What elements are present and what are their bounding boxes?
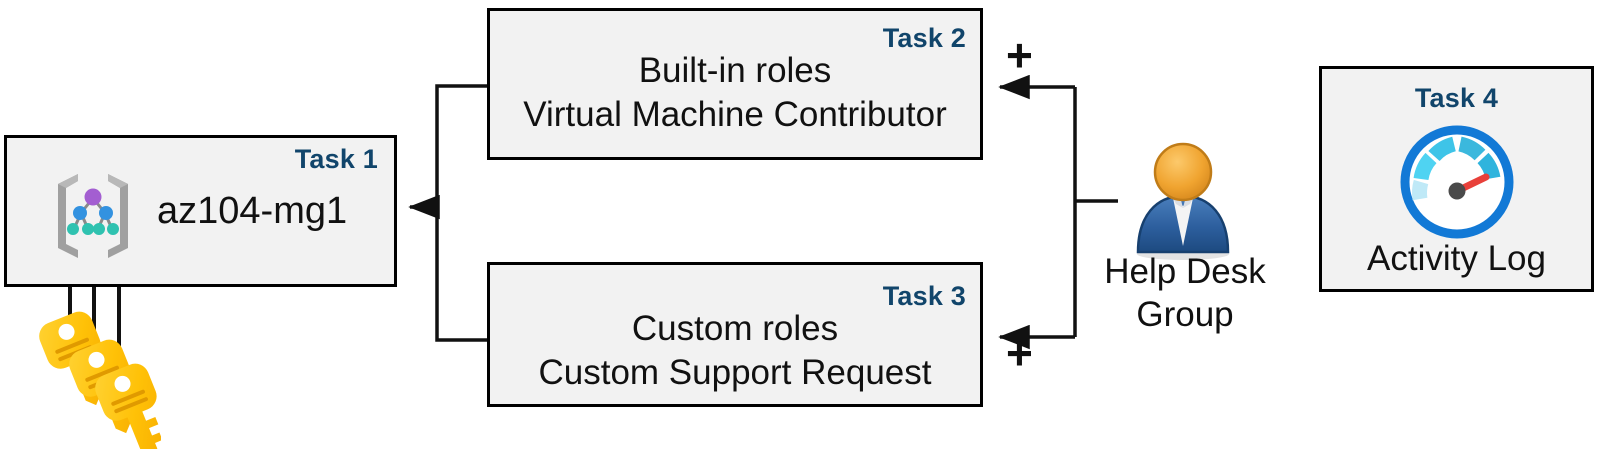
- keys-icon: [39, 311, 161, 449]
- task-4-caption: Activity Log: [1367, 239, 1546, 278]
- task-1-box[interactable]: Task 1 az104-mg1: [4, 135, 397, 287]
- task-3-text: Custom roles Custom Support Request: [538, 309, 932, 392]
- task-1-tag: Task 1: [294, 144, 378, 174]
- plus-icon-top: +: [1006, 29, 1033, 81]
- task-3-box[interactable]: Task 3 Custom roles Custom Support Reque…: [487, 262, 983, 407]
- task-2-tag: Task 2: [882, 23, 966, 53]
- plus-icon-bottom: +: [1006, 327, 1033, 379]
- user-group-icon: [1136, 142, 1230, 260]
- activity-log-gauge-icon: [1400, 125, 1513, 239]
- task-3-tag: Task 3: [882, 281, 966, 311]
- task-2-text: Built-in roles Virtual Machine Contribut…: [523, 51, 947, 134]
- task-2-box[interactable]: Task 2 Built-in roles Virtual Machine Co…: [487, 8, 983, 160]
- wire-roles-to-managementgroup: [408, 84, 487, 342]
- management-group-name: az104-mg1: [157, 190, 348, 232]
- management-group-icon: [58, 174, 128, 258]
- helpdesk-group-label: Help Desk Group: [1104, 252, 1266, 334]
- task-4-box[interactable]: Task 4 Activity Log: [1319, 66, 1594, 292]
- task-4-tag: Task 4: [1414, 83, 1499, 113]
